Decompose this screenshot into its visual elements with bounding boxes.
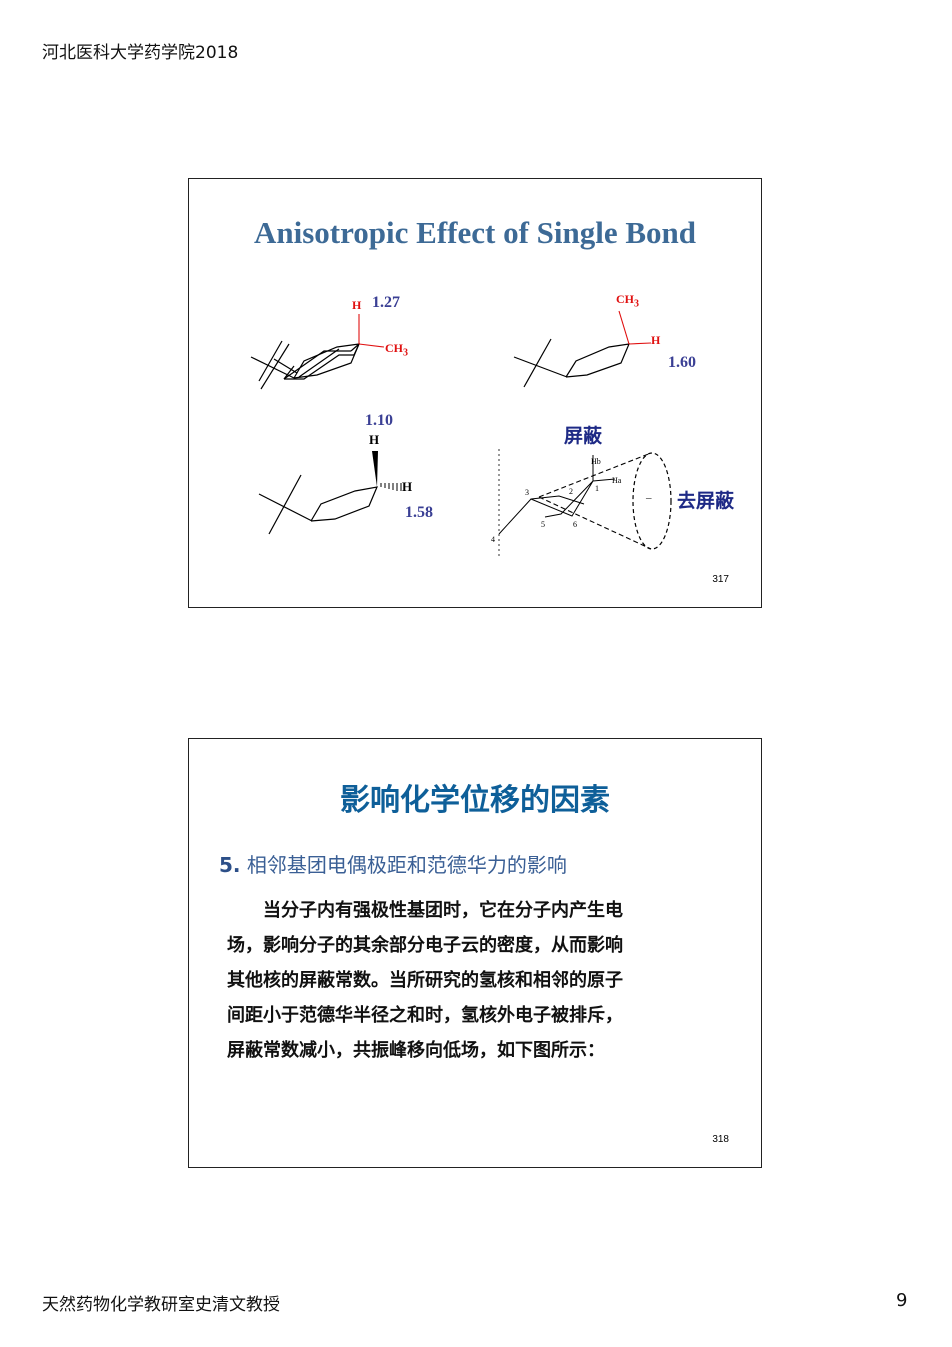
subtitle-number: 5. bbox=[219, 853, 241, 877]
carbon-1-label: 1 bbox=[595, 484, 599, 493]
slide-318: 影响化学位移的因素 5. 相邻基团电偶极距和范德华力的影响 当分子内有强极性基团… bbox=[188, 738, 762, 1168]
body-line: 当分子内有强极性基团时，它在分子内产生电 bbox=[263, 900, 623, 921]
mol3-equatorial-h-label: H bbox=[402, 479, 413, 494]
slide-page-number: 318 bbox=[712, 1134, 729, 1145]
slide-title: Anisotropic Effect of Single Bond bbox=[253, 215, 697, 250]
carbon-3-label: 3 bbox=[525, 488, 529, 497]
body-line: 场，影响分子的其余部分电子云的密度，从而影响 bbox=[227, 935, 623, 956]
mol3-axial-h-label: H bbox=[369, 432, 380, 447]
slide-page-number: 317 bbox=[712, 574, 729, 585]
mol2-ch3-label: CH3 bbox=[616, 292, 639, 310]
shielding-label: 屏蔽 bbox=[564, 425, 603, 447]
body-line: 间距小于范德华半径之和时，氢核外电子被排斥， bbox=[227, 1005, 623, 1026]
slide-317: Anisotropic Effect of Single Bond bbox=[188, 178, 762, 608]
page-number: 9 bbox=[896, 1290, 908, 1311]
mol3-equatorial-shift-value: 1.58 bbox=[405, 504, 433, 521]
body-line: 屏蔽常数减小，共振峰移向低场，如下图所示： bbox=[227, 1040, 605, 1061]
subtitle-text: 相邻基团电偶极距和范德华力的影响 bbox=[240, 853, 567, 877]
cone-minus-sign: – bbox=[646, 492, 652, 504]
mol3-axial-shift-value: 1.10 bbox=[365, 412, 393, 429]
deshielding-label: 去屏蔽 bbox=[677, 490, 735, 512]
mol1-h-label: H bbox=[352, 298, 362, 312]
page-footer-author: 天然药物化学教研室史清文教授 bbox=[42, 1295, 280, 1315]
mol2-h-label: H bbox=[651, 333, 661, 347]
slide-subtitle: 5. 相邻基团电偶极距和范德华力的影响 bbox=[219, 849, 567, 878]
carbon-6-label: 6 bbox=[573, 520, 577, 529]
page-header: 河北医科大学药学院2018 bbox=[42, 43, 239, 63]
hb-label: Hb bbox=[591, 457, 601, 466]
carbon-5-label: 5 bbox=[541, 520, 545, 529]
molecule-diagrams bbox=[250, 310, 672, 559]
body-line: 其他核的屏蔽常数。当所研究的氢核和相邻的原子 bbox=[227, 970, 623, 991]
slide-body: 当分子内有强极性基团时，它在分子内产生电 场，影响分子的其余部分电子云的密度，从… bbox=[227, 893, 737, 1068]
mol1-ch3-label: CH3 bbox=[385, 341, 408, 359]
mol2-shift-value: 1.60 bbox=[668, 354, 696, 371]
carbon-4-label: 4 bbox=[491, 535, 495, 544]
slide-title: 影响化学位移的因素 bbox=[340, 783, 610, 818]
carbon-2-label: 2 bbox=[569, 487, 573, 496]
ha-label: Ha bbox=[612, 476, 622, 485]
mol1-shift-value: 1.27 bbox=[372, 294, 400, 311]
